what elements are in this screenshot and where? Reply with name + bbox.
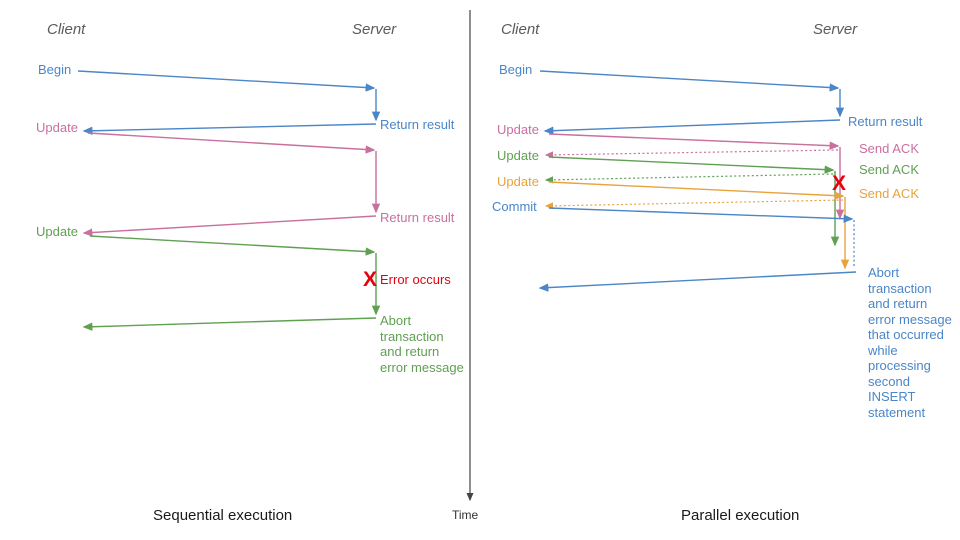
right-panel-arrows [538,70,857,292]
r-arrow-update3-ack [544,199,844,210]
right-msg-commit-label: Commit [492,199,537,214]
arrow-update2-request [89,235,376,256]
right-reply-begin-label: Return result [848,114,923,129]
left-msg-update2-label: Update [36,224,78,239]
right-msg-begin-label: Begin [499,62,533,77]
right-header-client: Client [501,21,540,38]
left-msg-update1-label: Update [36,120,78,135]
right-caption: Parallel execution [681,507,800,524]
right-reply-update3-label: Send ACK [859,186,919,201]
arrow-begin-request [77,70,376,92]
left-reply-begin-label: Return result [380,117,455,132]
arrow-begin-reply [82,123,377,135]
right-reply-commit-label: Abort transaction and return error messa… [868,265,952,420]
arrow-update1-request [87,132,376,154]
left-reply-update2-label: Abort transaction and return error messa… [380,313,464,375]
right-reply-update1-label: Send ACK [859,141,919,156]
right-reply-update2-label: Send ACK [859,162,919,177]
time-axis-label: Time [452,508,479,522]
left-panel-arrows [77,70,381,331]
arrow-update2-reply [82,317,377,331]
left-header-client: Client [47,21,86,38]
right-msg-update3-label: Update [497,174,539,189]
left-reply-update1-label: Return result [380,210,455,225]
left-error-x-icon: X [363,268,378,291]
r-arrow-update2-request [548,156,835,174]
r-arrow-update1-request [548,133,840,150]
r-arrow-begin-request [539,70,840,92]
arrow-update1-reply [82,215,377,237]
r-arrow-update1-ack [544,149,839,159]
left-caption: Sequential execution [153,507,293,524]
left-msg-begin-label: Begin [38,62,72,77]
r-arrow-update3-request [548,181,845,200]
right-msg-update2-label: Update [497,148,539,163]
r-arrow-commit-reply [538,271,857,292]
left-error-note: Error occurs [380,272,451,287]
right-header-server: Server [813,21,858,38]
left-header-server: Server [352,21,397,38]
right-msg-update1-label: Update [497,122,539,137]
right-error-x-icon: X [832,172,847,195]
r-arrow-commit-request [548,207,854,223]
r-arrow-begin-reply [543,119,841,135]
r-arrow-update2-ack [544,173,834,184]
